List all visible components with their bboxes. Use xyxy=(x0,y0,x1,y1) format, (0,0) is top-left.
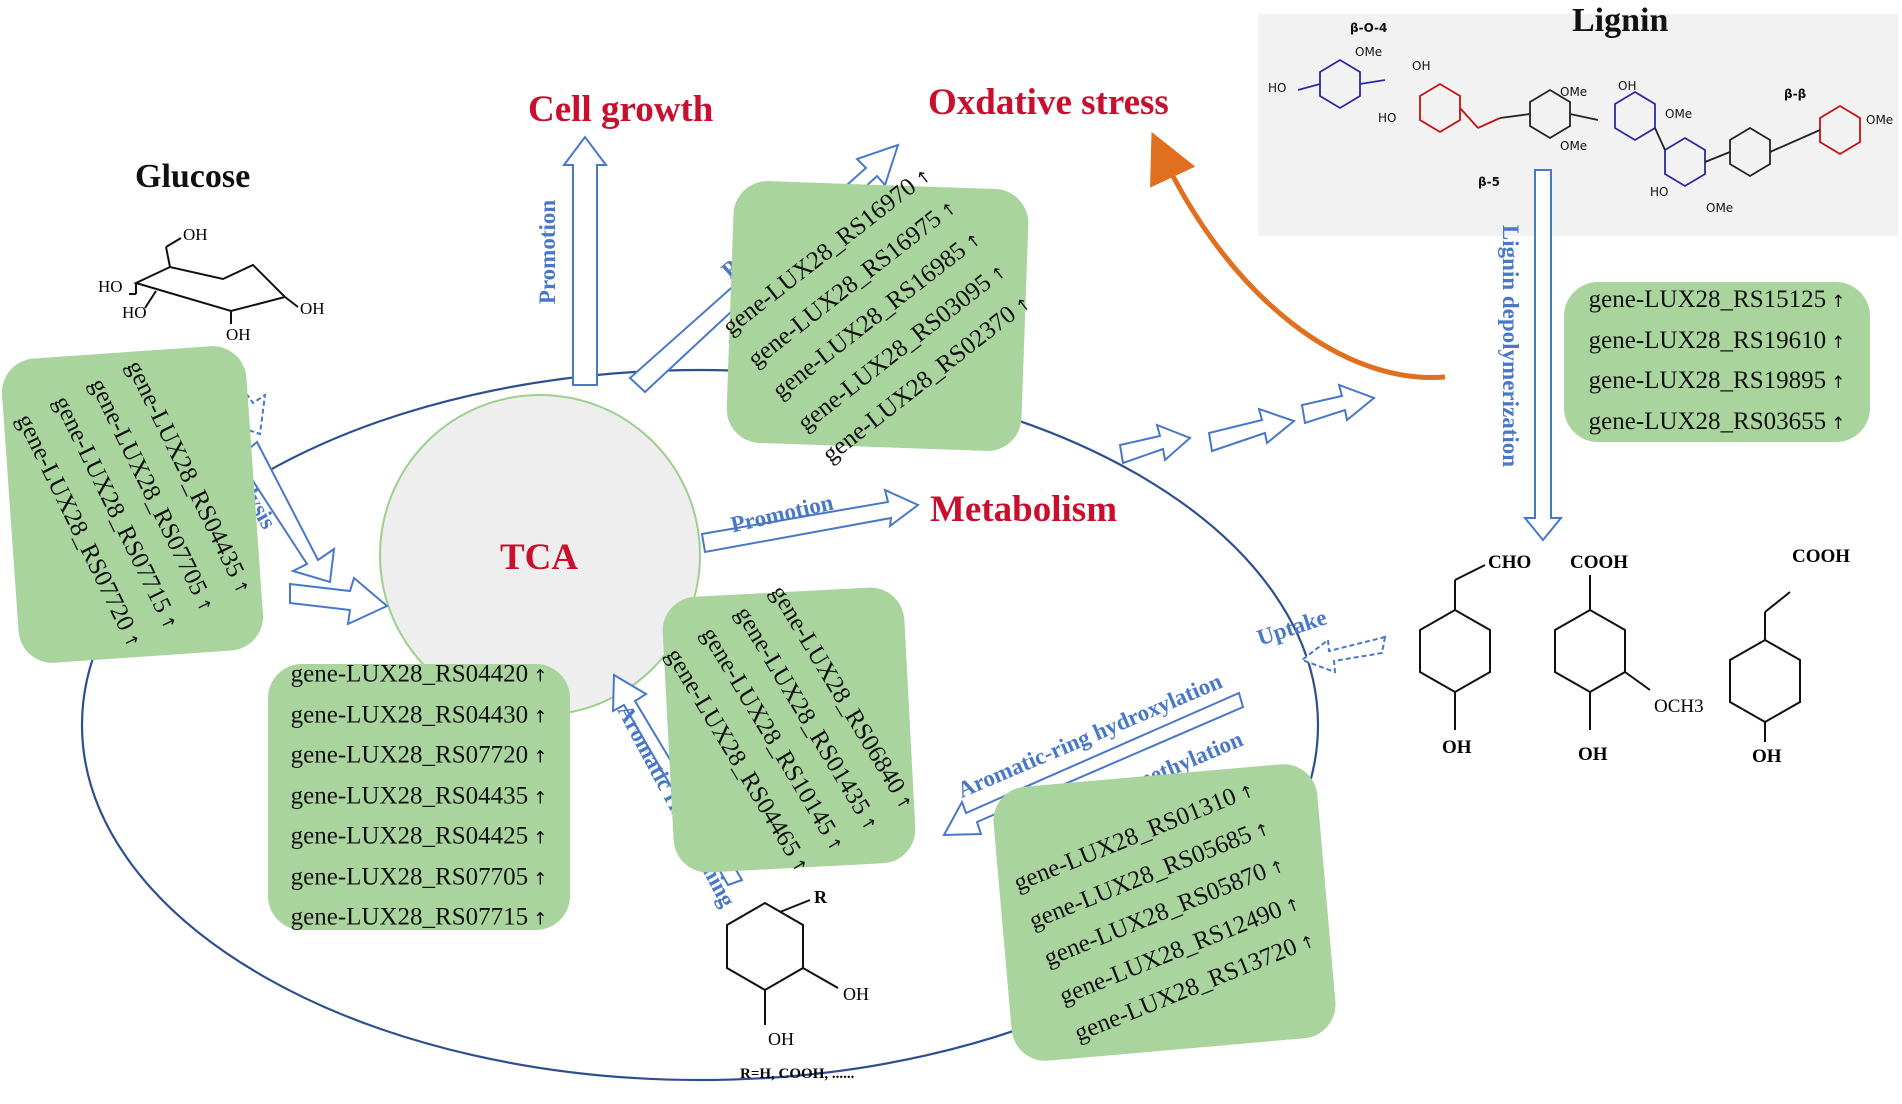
lignin-sub-3: OH xyxy=(1412,59,1430,73)
metabolism-title: Metabolism xyxy=(930,489,1118,530)
gene-lignin-3: gene-LUX28_RS19895↑ xyxy=(1588,367,1846,394)
gene-lignin-4: gene-LUX28_RS03655↑ xyxy=(1588,407,1846,435)
gene-box-protection: gene-LUX28_RS16970↑ gene-LUX28_RS16975↑ … xyxy=(717,166,1035,468)
gene-tca-2: gene-LUX28_RS04430↑ xyxy=(290,700,548,728)
catechol-note: R=H, COOH, ...... xyxy=(740,1066,855,1082)
promotion-up-arrow xyxy=(562,135,608,386)
catechol-oh-2: OH xyxy=(768,1029,794,1049)
lignin-labels: β-O-4 β-5 β-β HO OMe OH HO OMe OMe OH OM… xyxy=(1268,21,1893,215)
oxidative-stress-title: Oxdative stress xyxy=(928,82,1169,123)
gene-lignin-2: gene-LUX28_RS19610↑ xyxy=(1588,326,1846,354)
lignin-sub-5: OMe xyxy=(1560,85,1587,99)
gene-tca-3: gene-LUX28_RS07720↑ xyxy=(290,741,548,769)
aromatic-monomer-2 xyxy=(1554,575,1651,730)
glucose-oh-3: HO xyxy=(122,303,147,322)
promotion-up-label: Promotion xyxy=(535,199,560,305)
glucose-structure xyxy=(129,237,299,324)
gene-tca-1: gene-LUX28_RS04420↑ xyxy=(290,660,548,688)
glucose-oh-2: HO xyxy=(98,277,123,296)
gene-tca-4: gene-LUX28_RS04435↑ xyxy=(290,781,548,809)
uptake-arrow xyxy=(1299,635,1387,674)
lignin-sub-11: OMe xyxy=(1866,113,1893,127)
small-arrow-1 xyxy=(1118,423,1192,465)
gene-box-lignin: gene-LUX28_RS15125↑ gene-LUX28_RS19610↑ … xyxy=(1564,282,1870,442)
lignin-panel xyxy=(1258,14,1898,236)
glycolysis-arrow-2 xyxy=(289,576,389,626)
lignin-sub-7: OH xyxy=(1618,79,1636,93)
monomer-2-top: COOH xyxy=(1570,552,1628,573)
glucose-oh-1: OH xyxy=(183,225,208,244)
gene-tca-5: gene-LUX28_RS04425↑ xyxy=(290,822,548,850)
gene-box-glycolysis: gene-LUX28_RS04435↑ gene-LUX28_RS07705↑ … xyxy=(0,343,266,666)
gene-box-ring-opening: gene-LUX28_RS06840↑ gene-LUX28_RS01435↑ … xyxy=(661,581,918,877)
lignin-sub-9: HO xyxy=(1650,185,1668,199)
monomer-3-bottom: OH xyxy=(1752,746,1782,767)
lignin-linkage-2: β-5 xyxy=(1478,175,1500,189)
glycolysis-arrow-1 xyxy=(236,440,336,584)
monomer-1-bottom: OH xyxy=(1442,737,1472,758)
oxidative-stress-arrow xyxy=(1150,131,1446,381)
lignin-linkage-3: β-β xyxy=(1784,87,1807,101)
tca-label: TCA xyxy=(500,537,579,578)
glucose-title: Glucose xyxy=(135,158,251,195)
gene-box-demethylation: gene-LUX28_RS01310↑ gene-LUX28_RS05685↑ … xyxy=(990,761,1339,1064)
lignin-sub-8: OMe xyxy=(1665,107,1692,121)
monomer-1-top: CHO xyxy=(1488,552,1531,573)
catechol-r: R xyxy=(814,887,828,907)
lignin-sub-1: HO xyxy=(1268,81,1286,95)
monomer-2-side: OCH3 xyxy=(1654,696,1704,717)
lignin-linkage-1: β-O-4 xyxy=(1350,21,1387,35)
promotion-right-arrow xyxy=(700,488,920,554)
lignin-depolymerization-label: Lignin depolymerization xyxy=(1498,224,1523,468)
gene-tca-7: gene-LUX28_RS07715↑ xyxy=(290,903,548,931)
lignin-sub-10: OMe xyxy=(1706,201,1733,215)
lignin-sub-6: OMe xyxy=(1560,139,1587,153)
glucose-oh-4: OH xyxy=(226,325,251,344)
catechol-structure xyxy=(726,899,839,1025)
glucose-oh-5: OH xyxy=(300,299,325,318)
aromatic-monomer-1 xyxy=(1419,564,1491,730)
gene-lignin-1: gene-LUX28_RS15125↑ xyxy=(1588,286,1846,313)
small-arrow-3 xyxy=(1300,383,1376,425)
aromatic-monomer-3 xyxy=(1729,591,1801,742)
catechol-oh-1: OH xyxy=(843,984,869,1004)
lignin-sub-4: HO xyxy=(1378,111,1396,125)
gene-tca-6: gene-LUX28_RS07705↑ xyxy=(290,862,548,890)
lignin-sub-2: OMe xyxy=(1355,45,1382,59)
small-arrow-2 xyxy=(1207,407,1297,453)
lignin-depolymerization-arrow xyxy=(1522,169,1564,542)
cell-outline xyxy=(80,368,1320,1082)
monomer-3-top: COOH xyxy=(1792,546,1850,567)
monomer-2-bottom: OH xyxy=(1578,744,1608,765)
cell-growth-title: Cell growth xyxy=(528,89,714,130)
gene-box-tca: gene-LUX28_RS04420↑ gene-LUX28_RS04430↑ … xyxy=(268,660,570,930)
lignin-title: Lignin xyxy=(1572,2,1669,39)
lignin-structure xyxy=(1297,58,1861,188)
